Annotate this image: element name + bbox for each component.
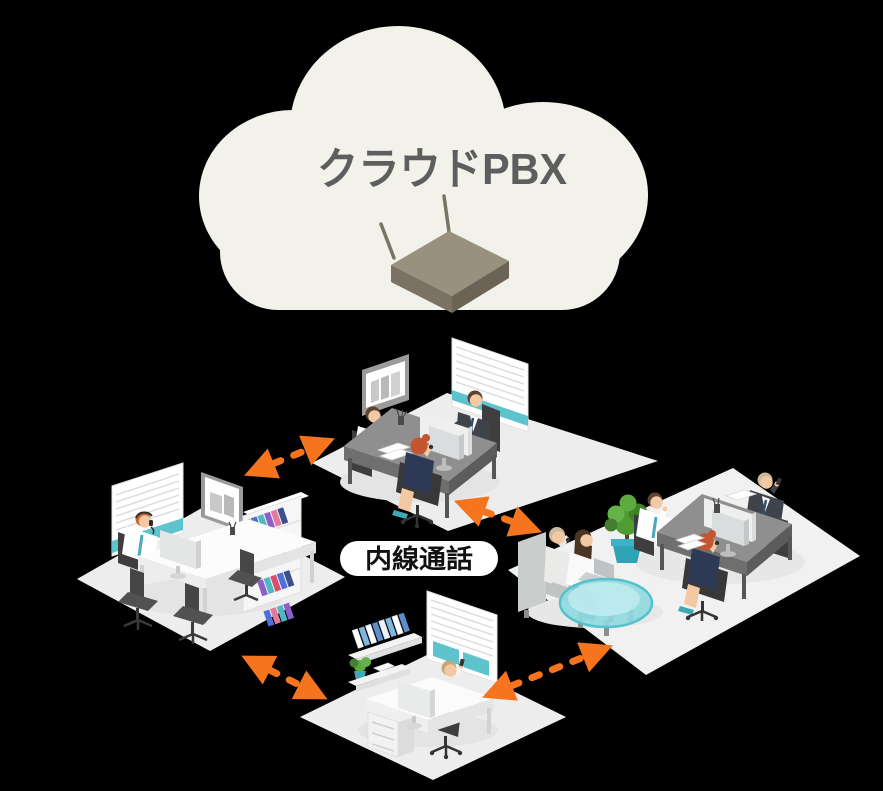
desk-binders [674, 533, 708, 551]
intercom-label-text: 内線通話 [365, 544, 473, 574]
diagram-title: クラウドPBX [317, 145, 567, 194]
monitor [398, 681, 435, 729]
router-icon [379, 194, 509, 313]
monitor [160, 521, 237, 579]
monitor [429, 426, 464, 471]
person-woman-phone [392, 434, 442, 529]
framed-picture [201, 472, 243, 532]
intercom-label: 内線通話 [340, 541, 498, 576]
monitor [712, 489, 758, 557]
person-woman-phone [678, 530, 728, 621]
arrow-left-top [244, 435, 335, 479]
office-chair [173, 583, 213, 644]
desk-papers [376, 409, 414, 461]
office-left [77, 462, 345, 651]
wall-shelf [348, 612, 422, 692]
office-chair [228, 549, 262, 602]
office-chair [118, 568, 158, 630]
arrow-left-bottom [241, 655, 328, 700]
office-chair [429, 736, 463, 760]
office-right [508, 468, 860, 675]
person-sofa-phone [544, 527, 576, 602]
office-bottom [300, 590, 566, 780]
coffee-table [558, 577, 654, 636]
whiteboard-small [362, 354, 409, 416]
intercom-arrows [241, 435, 613, 701]
office-top [312, 337, 658, 531]
arrow-bottom-right [482, 642, 613, 701]
